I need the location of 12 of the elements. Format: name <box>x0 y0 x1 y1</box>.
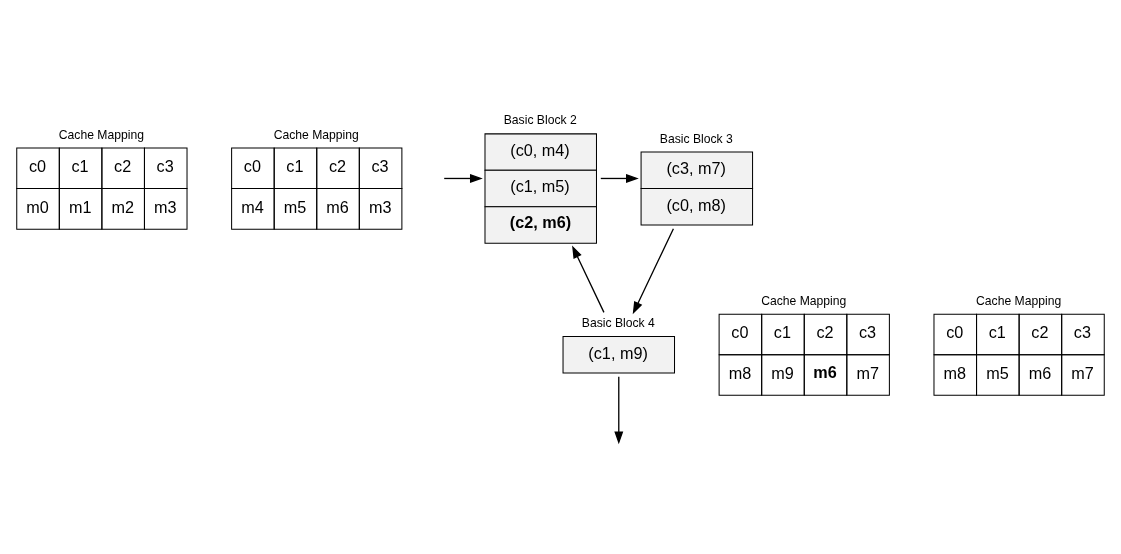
arrow <box>600 174 639 183</box>
node-label: Cache Mapping <box>273 127 359 142</box>
arrow <box>572 245 605 314</box>
node-label: Basic Block 3 <box>659 131 733 146</box>
arrow <box>632 228 675 315</box>
node-label: Cache Mapping <box>976 293 1062 308</box>
node-label: Cache Mapping <box>58 127 144 142</box>
node-label: Basic Block 4 <box>581 316 655 331</box>
arrow <box>614 376 624 445</box>
arrow <box>443 174 483 183</box>
node-label: Basic Block 2 <box>503 113 577 128</box>
node-label: Cache Mapping <box>761 293 847 308</box>
